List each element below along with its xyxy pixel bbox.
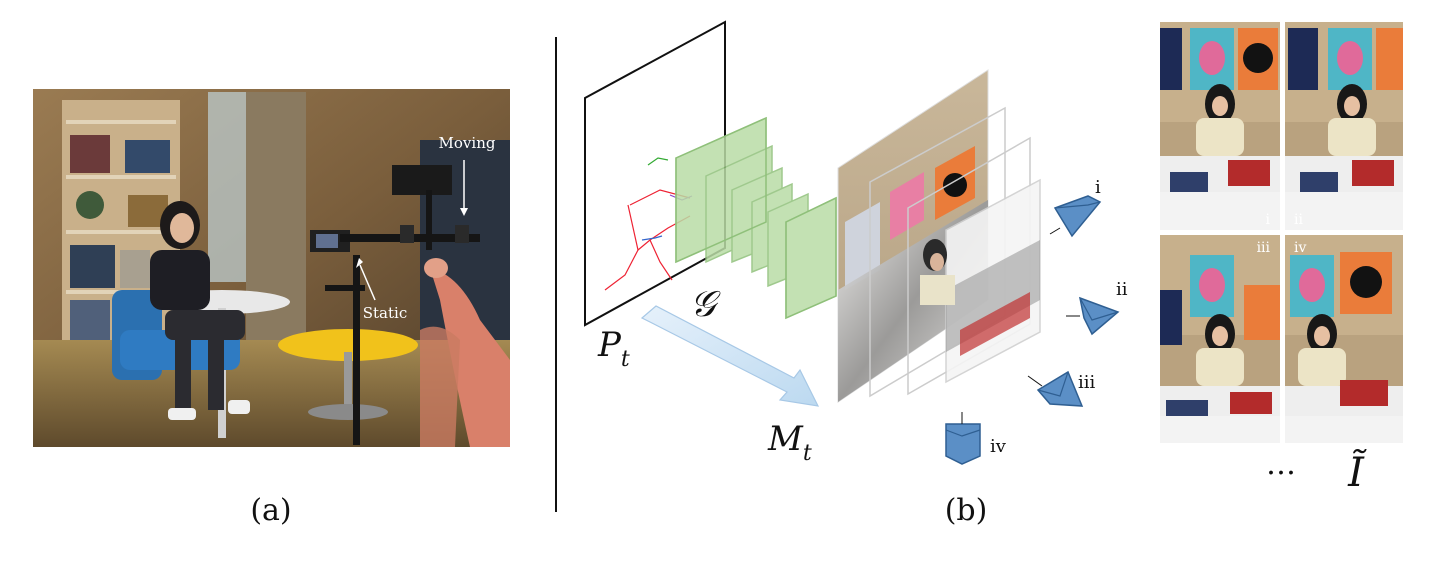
- output-label: Ĩ: [1347, 449, 1367, 496]
- view-label-i: i: [1266, 212, 1271, 228]
- ellipsis: …: [1266, 447, 1296, 482]
- generator-network: [675, 116, 837, 320]
- camera-label-iv: iv: [990, 436, 1007, 457]
- rendered-views: i ii: [1160, 22, 1403, 443]
- camera-iii: iii: [1027, 370, 1096, 407]
- flow-arrow: [640, 305, 820, 407]
- view-label-iv: iv: [1294, 240, 1306, 256]
- camera-rig: [310, 165, 480, 445]
- pose-label: Pt: [597, 325, 630, 372]
- view-iv: iv: [1285, 235, 1403, 443]
- label-static: Static: [363, 304, 407, 322]
- static-arrow: [359, 264, 376, 301]
- camera-label-i: i: [1095, 177, 1101, 198]
- generator-label: 𝒢: [690, 284, 721, 325]
- view-i: i: [1160, 22, 1280, 230]
- camera-label-iii: iii: [1078, 372, 1096, 393]
- view-label-iii: iii: [1257, 240, 1271, 256]
- camera-label-ii: ii: [1116, 279, 1128, 300]
- view-iii: iii: [1160, 235, 1280, 443]
- view-label-ii: ii: [1294, 212, 1303, 228]
- mpi-label: Mt: [767, 419, 812, 466]
- camera-iv: iv: [945, 412, 1007, 465]
- label-moving: Moving: [439, 134, 496, 152]
- camera-i: i: [1049, 177, 1102, 238]
- camera-ii: ii: [1066, 279, 1128, 336]
- caption-b: (b): [945, 493, 988, 528]
- mpi-stack: [837, 69, 1041, 403]
- panel-a-photo: Moving Static: [33, 89, 510, 447]
- view-ii: ii: [1285, 22, 1403, 230]
- seated-person: [150, 201, 250, 420]
- caption-a: (a): [250, 493, 291, 528]
